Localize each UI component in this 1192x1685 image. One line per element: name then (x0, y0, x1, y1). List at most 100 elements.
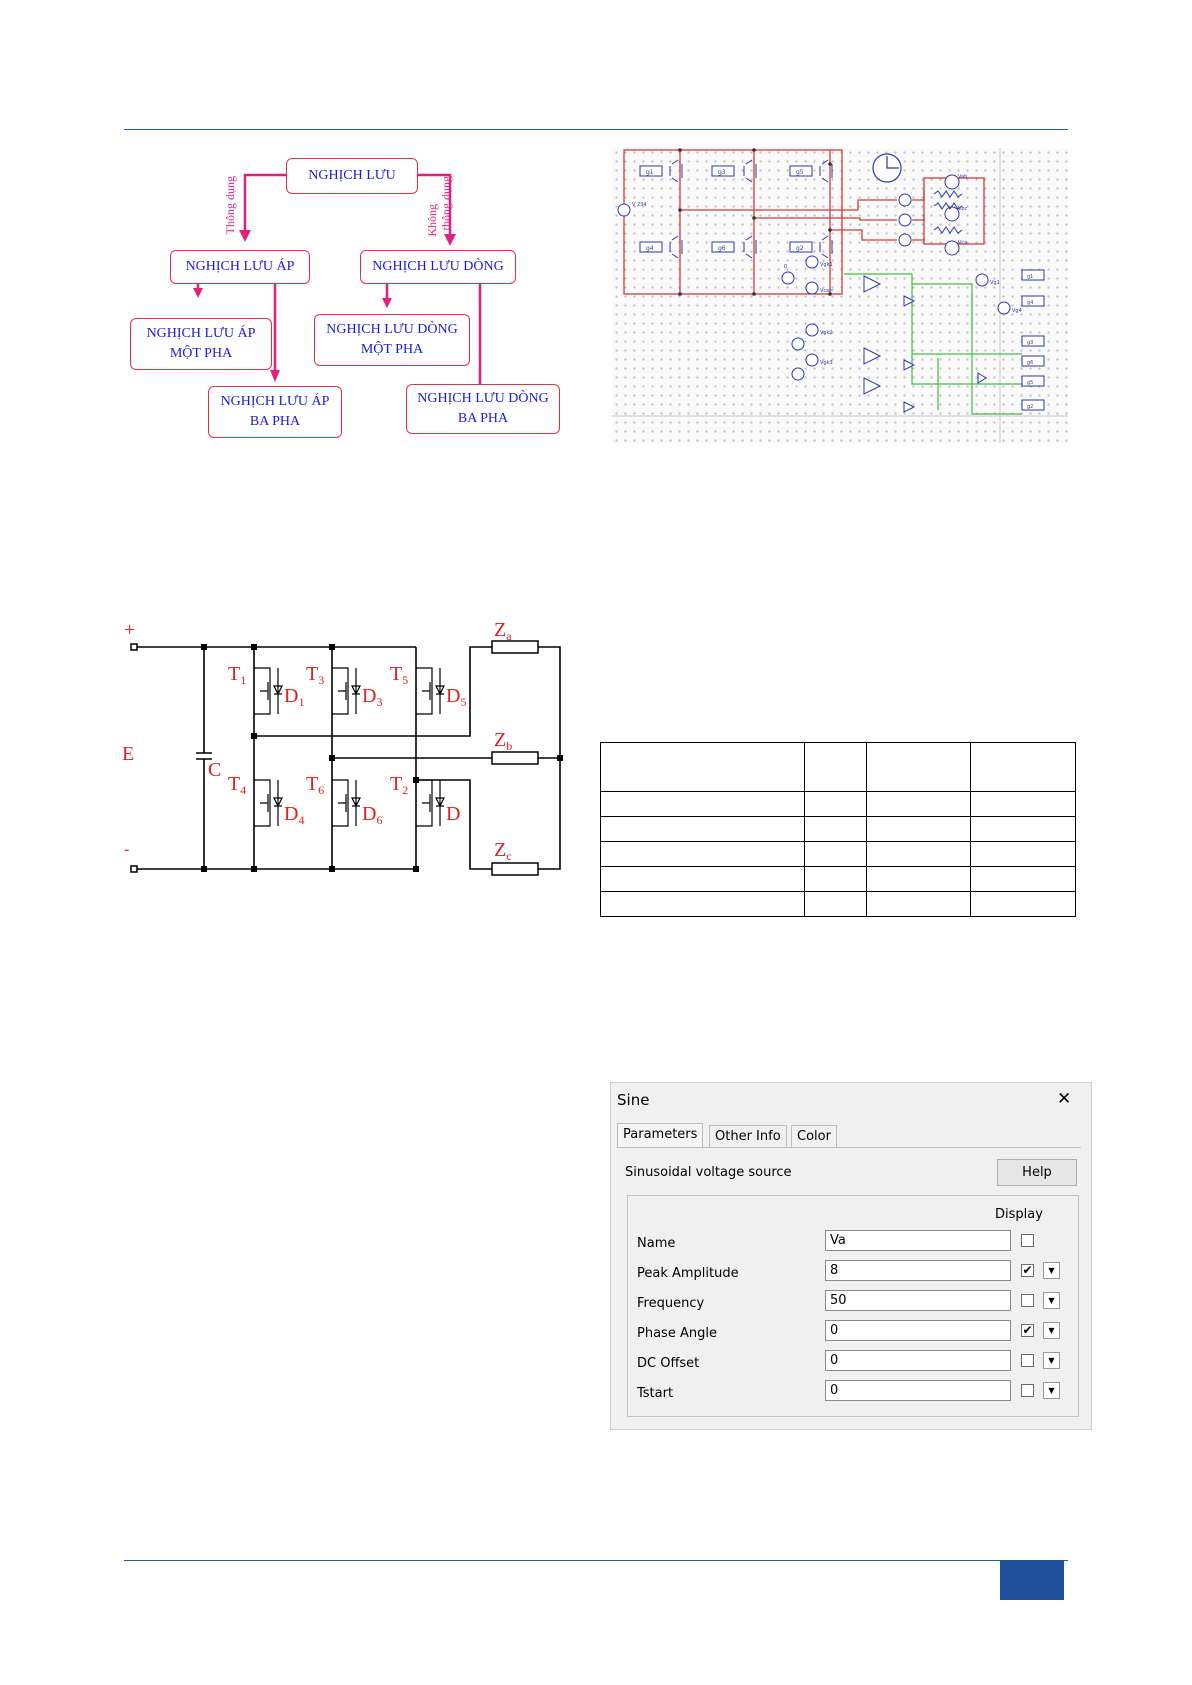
v3-line1: NGHỊCH LƯU ÁP (220, 393, 330, 409)
c3-line2: BA PHA (457, 411, 509, 426)
peak-amplitude-label: Peak Amplitude (637, 1266, 739, 1281)
table-row (600, 866, 1076, 892)
frequency-field[interactable]: 50 (825, 1290, 1011, 1311)
zb-label: Zb (494, 729, 512, 753)
tab-color[interactable]: Color (791, 1125, 837, 1148)
t4-label: T4 (228, 773, 246, 797)
current-inverter-label: NGHỊCH LƯU DÒNG (372, 258, 504, 274)
minus-label: - (124, 841, 129, 858)
name-field[interactable]: Va (825, 1230, 1011, 1251)
out-g2: g2 (1027, 404, 1033, 410)
circuit-wiring: + - E C Za Zb Zc T1 T3 T5 T4 T6 T2 D1 D3… (122, 620, 563, 876)
sense-vgk3: Vgk3 (820, 360, 833, 366)
c3-line1: NGHỊCH LƯU DÒNG (417, 390, 549, 406)
c1-line1: NGHỊCH LƯU DÒNG (326, 321, 458, 337)
t3-label: T3 (306, 663, 324, 687)
footer-rule (124, 1560, 1068, 1561)
tree-root-label: NGHỊCH LƯU (308, 167, 396, 183)
out-g1: g1 (1027, 274, 1033, 280)
current-inverter-box: NGHỊCH LƯU DÒNG (360, 250, 516, 284)
tab-underline (617, 1147, 1081, 1148)
c1-line2: MỘT PHA (360, 342, 424, 357)
v3-line2: BA PHA (249, 414, 301, 429)
peak-amplitude-display-checkbox[interactable]: ✔ (1021, 1263, 1034, 1277)
three-phase-inverter-circuit: + - E C Za Zb Zc T1 T3 T5 T4 T6 T2 D1 D3… (110, 620, 580, 890)
peak-amplitude-dropdown[interactable]: ▼ (1043, 1262, 1060, 1279)
sense-vcarr: Vcarr (820, 288, 834, 294)
zc-label: Zc (494, 839, 512, 863)
d2-label: D (446, 803, 460, 825)
uncommon-branch-label-2: thông dụng (439, 176, 453, 231)
name-display-checkbox[interactable] (1021, 1234, 1034, 1247)
common-branch-label: Thông dụng (223, 176, 237, 235)
table-row (600, 742, 1076, 792)
uncommon-branch-label-1: Không (425, 204, 439, 237)
three-phase-current-inverter-box: NGHỊCH LƯU DÒNG BA PHA (406, 384, 560, 434)
phase-angle-field[interactable]: 0 (825, 1320, 1011, 1341)
meter-vbc: Vbc (958, 206, 968, 212)
out-g3: g3 (1027, 340, 1033, 346)
e-label: E (122, 743, 134, 765)
t2-label: T2 (390, 773, 408, 797)
gate-g6: g6 (718, 245, 726, 252)
phase-angle-display-checkbox[interactable]: ✔ (1021, 1323, 1034, 1337)
out-g4: g4 (1027, 300, 1033, 306)
frequency-display-checkbox[interactable] (1021, 1294, 1034, 1307)
parameters-group (627, 1195, 1079, 1417)
dc-source-label: V 234 (632, 202, 647, 208)
const-label: 0 (784, 264, 787, 270)
page-number-box (1000, 1560, 1064, 1600)
v1-line2: MỘT PHA (169, 346, 233, 361)
d3-label: D3 (362, 685, 382, 709)
t6-label: T6 (306, 773, 324, 797)
meter-vca: Vca (958, 240, 967, 246)
meter-vab: Vab (958, 174, 967, 180)
psim-schematic: g1 g3 g5 g4 g6 g2 V 234 (612, 148, 1068, 443)
gate-g4: g4 (646, 245, 654, 252)
switching-table (600, 742, 1076, 917)
c-label: C (208, 759, 221, 781)
v1-line1: NGHỊCH LƯU ÁP (146, 325, 256, 341)
d4-label: D4 (284, 803, 304, 827)
sense-vgk2: Vgk2 (820, 330, 833, 336)
t1-label: T1 (228, 663, 246, 687)
table-row (600, 891, 1076, 917)
single-phase-current-inverter-box: NGHỊCH LƯU DÒNG MỘT PHA (314, 314, 470, 366)
display-column-header: Display (995, 1207, 1043, 1222)
peak-amplitude-field[interactable]: 8 (825, 1260, 1011, 1281)
tree-root: NGHỊCH LƯU (286, 158, 418, 194)
dc-offset-display-checkbox[interactable] (1021, 1354, 1034, 1367)
gate-g5: g5 (796, 169, 804, 176)
dialog-title: Sine (617, 1091, 650, 1109)
tstart-dropdown[interactable]: ▼ (1043, 1382, 1060, 1399)
dc-offset-dropdown[interactable]: ▼ (1043, 1352, 1060, 1369)
tstart-field[interactable]: 0 (825, 1380, 1011, 1401)
voltage-inverter-box: NGHỊCH LƯU ÁP (170, 250, 310, 284)
sine-dialog: Sine ✕ Parameters Other Info Color Sinus… (610, 1082, 1092, 1430)
phase-angle-dropdown[interactable]: ▼ (1043, 1322, 1060, 1339)
tab-parameters[interactable]: Parameters (617, 1123, 704, 1148)
phase-angle-label: Phase Angle (637, 1326, 717, 1341)
out-g5: g5 (1027, 380, 1033, 386)
tstart-display-checkbox[interactable] (1021, 1384, 1034, 1397)
dialog-description: Sinusoidal voltage source (625, 1165, 792, 1180)
out-g6: g6 (1027, 360, 1033, 366)
table-row (600, 791, 1076, 817)
name-label: Name (637, 1236, 676, 1251)
d6-label: D6 (362, 803, 382, 827)
frequency-label: Frequency (637, 1296, 705, 1311)
table-row (600, 816, 1076, 842)
tab-other-info[interactable]: Other Info (709, 1125, 787, 1148)
close-icon[interactable]: ✕ (1057, 1089, 1072, 1109)
help-button[interactable]: Help (997, 1159, 1077, 1186)
gate-g3: g3 (718, 169, 726, 176)
dc-offset-field[interactable]: 0 (825, 1350, 1011, 1371)
voltage-inverter-label: NGHỊCH LƯU ÁP (185, 258, 295, 274)
d1-label: D1 (284, 685, 304, 709)
single-phase-voltage-inverter-box: NGHỊCH LƯU ÁP MỘT PHA (130, 318, 272, 370)
sense-vg1: Vg1 (990, 280, 1000, 286)
gate-g1: g1 (646, 169, 654, 176)
d5-label: D5 (446, 685, 466, 709)
frequency-dropdown[interactable]: ▼ (1043, 1292, 1060, 1309)
plus-label: + (124, 620, 135, 641)
